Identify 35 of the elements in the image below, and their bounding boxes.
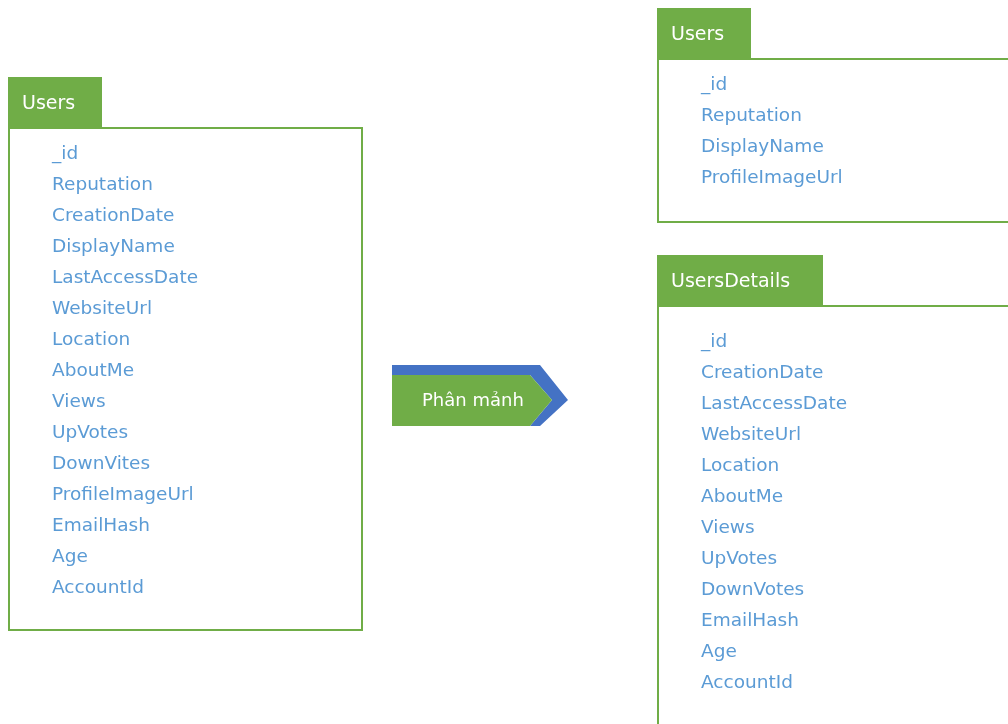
table-header-tab: Users [657,8,751,58]
field-name: LastAccessDate [701,391,848,415]
field-name: Reputation [52,172,153,196]
field-name: WebsiteUrl [52,296,153,320]
field-name: AccountId [701,670,793,694]
field-name: Age [52,544,88,568]
field-name: _id [701,72,728,96]
field-name: AboutMe [701,484,784,508]
field-name: Views [52,389,106,413]
field-name: EmailHash [52,513,150,537]
field-name: _id [701,329,728,353]
arrow-label: Phân mảnh [422,388,524,412]
field-name: ProfileImageUrl [701,165,843,189]
field-name: _id [52,141,79,165]
field-name: Age [701,639,737,663]
field-name: DownVites [52,451,151,475]
field-name: ProfileImageUrl [52,482,194,506]
field-name: AccountId [52,575,144,599]
field-name: AboutMe [52,358,135,382]
field-name: DisplayName [52,234,175,258]
field-name: UpVotes [52,420,129,444]
field-name: Reputation [701,103,802,127]
field-name: WebsiteUrl [701,422,802,446]
field-name: LastAccessDate [52,265,199,289]
field-name: DownVotes [701,577,805,601]
field-name: Location [701,453,780,477]
field-name: CreationDate [701,360,824,384]
field-name: Location [52,327,131,351]
field-name: EmailHash [701,608,799,632]
table-header-tab: UsersDetails [657,255,823,305]
field-name: UpVotes [701,546,778,570]
field-name: DisplayName [701,134,824,158]
field-name: CreationDate [52,203,175,227]
field-name: Views [701,515,755,539]
table-header-tab: Users [8,77,102,127]
